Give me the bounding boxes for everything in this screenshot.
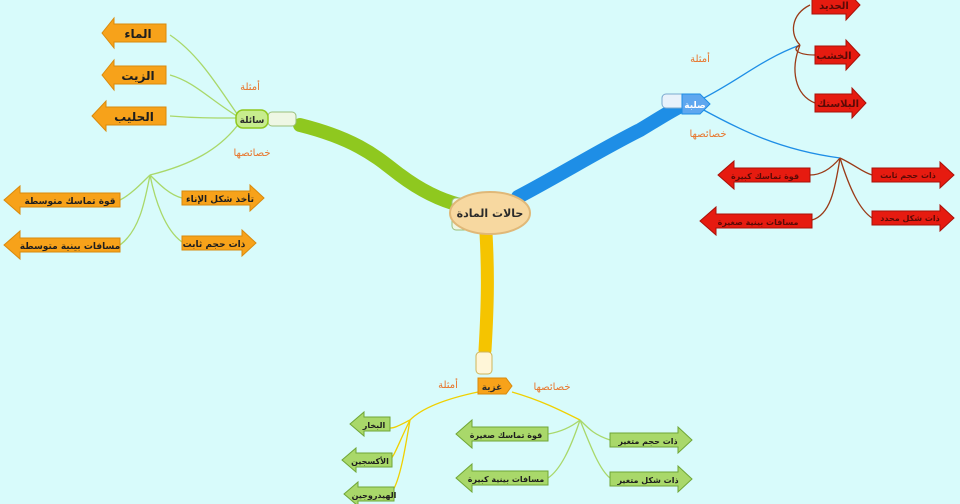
liquid-topic-label: سائلة bbox=[240, 116, 265, 126]
svg-text:الماء: الماء bbox=[124, 27, 151, 41]
liquid-property-arrow[interactable]: مسافات بينية متوسطة bbox=[3, 229, 121, 261]
liquid-example-arrow[interactable]: الزيت bbox=[101, 58, 167, 92]
liquid-main-branch bbox=[293, 118, 467, 212]
liquid-property-arrow[interactable]: قوة تماسك متوسطة bbox=[3, 184, 121, 216]
solid-main-branch bbox=[511, 96, 695, 204]
svg-text:قوة تماسك كبيرة: قوة تماسك كبيرة bbox=[731, 172, 799, 181]
gas-sub-connectors bbox=[547, 419, 611, 479]
solid-sub-connectors bbox=[792, 4, 873, 221]
solid-property-arrow[interactable]: مسافات بينية صغيرة bbox=[699, 205, 813, 237]
gas-property-arrow[interactable]: ذات شكل متغير bbox=[609, 464, 693, 494]
svg-text:البلاستك: البلاستك bbox=[817, 99, 859, 110]
liquid-topic[interactable] bbox=[235, 109, 269, 129]
liquid-example-arrow[interactable]: الحليب bbox=[91, 99, 167, 133]
solid-topic[interactable] bbox=[681, 93, 711, 115]
svg-text:الهيدروجين: الهيدروجين bbox=[352, 491, 397, 500]
svg-text:ذات حجم ثابت: ذات حجم ثابت bbox=[183, 240, 246, 250]
solid-topic-label: صلبة bbox=[684, 101, 706, 111]
liquid-property-arrow[interactable]: ذات حجم ثابت bbox=[181, 228, 257, 258]
solid-examples-label: أمثلة bbox=[690, 52, 710, 65]
liquid-connectors bbox=[119, 34, 241, 246]
svg-text:الحديد: الحديد bbox=[819, 1, 849, 12]
svg-text:مسافات بينية صغيرة: مسافات بينية صغيرة bbox=[718, 218, 799, 227]
svg-text:مسافات بينية كبيرة: مسافات بينية كبيرة bbox=[468, 475, 545, 484]
solid-property-arrow[interactable]: ذات شكل محدد bbox=[871, 203, 955, 233]
solid-example-arrow[interactable]: الحديد bbox=[811, 0, 861, 22]
solid-properties-label: خصائصها bbox=[689, 129, 726, 140]
gas-properties-label: خصائصها bbox=[533, 382, 570, 393]
svg-text:الخشب: الخشب bbox=[816, 51, 851, 62]
svg-text:ذات شكل متغير: ذات شكل متغير bbox=[616, 476, 678, 485]
svg-text:الزيت: الزيت bbox=[121, 69, 154, 83]
svg-text:الأكسجين: الأكسجين bbox=[351, 456, 389, 466]
liquid-properties-label: خصائصها bbox=[233, 148, 270, 159]
gas-property-arrow[interactable]: مسافات بينية كبيرة bbox=[455, 462, 549, 494]
gas-property-arrow[interactable]: ذات حجم متغير bbox=[609, 425, 693, 455]
gas-topic[interactable] bbox=[477, 377, 513, 395]
svg-text:ذات شكل محدد: ذات شكل محدد bbox=[880, 214, 940, 223]
svg-text:تأخذ شكل الإناء: تأخذ شكل الإناء bbox=[186, 193, 254, 205]
gas-example-arrow[interactable]: البخار bbox=[349, 410, 391, 438]
center-title: حالات المادة bbox=[457, 207, 524, 220]
svg-text:قوة تماسك متوسطة: قوة تماسك متوسطة bbox=[24, 197, 115, 207]
solid-property-arrow[interactable]: ذات حجم ثابت bbox=[871, 160, 955, 190]
solid-property-arrow[interactable]: قوة تماسك كبيرة bbox=[717, 159, 811, 191]
gas-example-arrow[interactable]: الهيدروجين bbox=[343, 480, 397, 504]
liquid-examples-label: أمثلة bbox=[240, 80, 260, 93]
solid-example-arrow[interactable]: البلاستك bbox=[814, 86, 867, 120]
gas-connectors bbox=[389, 391, 581, 493]
gas-example-arrow[interactable]: الأكسجين bbox=[341, 446, 393, 474]
liquid-example-arrow[interactable]: الماء bbox=[101, 16, 167, 50]
svg-text:الحليب: الحليب bbox=[114, 110, 154, 124]
gas-main-branch bbox=[478, 226, 494, 357]
gas-examples-label: أمثلة bbox=[438, 378, 458, 391]
gas-topic-label: غزية bbox=[482, 383, 503, 393]
gas-property-arrow[interactable]: قوة تماسك صغيرة bbox=[455, 418, 549, 450]
svg-text:مسافات بينية متوسطة: مسافات بينية متوسطة bbox=[20, 242, 121, 252]
solid-connectors bbox=[699, 44, 841, 159]
svg-text:قوة تماسك صغيرة: قوة تماسك صغيرة bbox=[470, 431, 542, 440]
svg-text:ذات حجم متغير: ذات حجم متغير bbox=[617, 437, 677, 446]
svg-text:البخار: البخار bbox=[362, 421, 386, 430]
liquid-property-arrow[interactable]: تأخذ شكل الإناء bbox=[181, 183, 265, 213]
solid-example-arrow[interactable]: الخشب bbox=[814, 38, 861, 72]
center-node[interactable] bbox=[449, 191, 531, 235]
svg-text:ذات حجم ثابت: ذات حجم ثابت bbox=[880, 171, 936, 180]
